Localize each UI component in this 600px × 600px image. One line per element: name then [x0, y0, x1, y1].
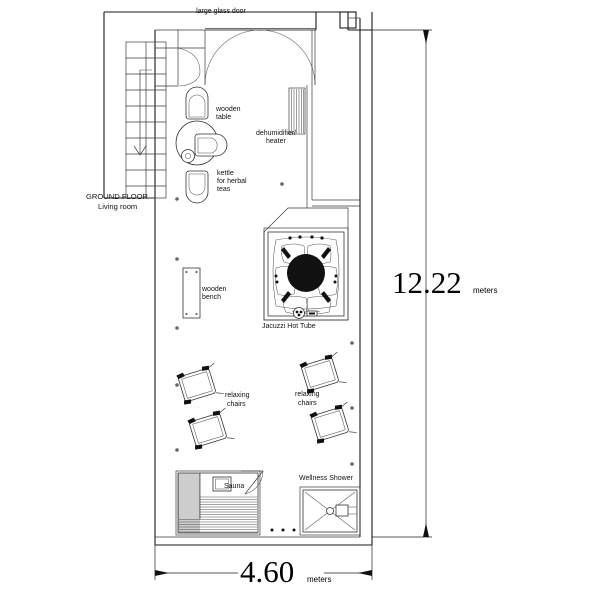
- glass-door-label: large glass door: [196, 8, 246, 15]
- floor-anchor-dots: [175, 182, 354, 532]
- interior-partition: [306, 199, 360, 208]
- entry-partitions: [155, 30, 205, 87]
- dimension-vertical-unit: meters: [473, 286, 497, 295]
- sauna-door: [241, 470, 264, 495]
- dimension-horizontal: 4.60 meters: [154, 545, 373, 589]
- wooden-table-label-line1: wooden: [215, 106, 241, 113]
- ground-floor-label-line2: Living room: [98, 202, 137, 211]
- ground-floor-label-line1: GROUND FLOOR: [86, 192, 149, 201]
- staircase: [125, 41, 167, 199]
- dimension-vertical-value: 12.22: [392, 265, 462, 300]
- chair-right: [194, 133, 228, 157]
- dehumidifier-label-line2: heater: [266, 138, 287, 145]
- wooden-table-label-line2: table: [216, 114, 231, 121]
- wellness-shower-label: Wellness Shower: [299, 475, 354, 482]
- wellness-shower: Wellness Shower: [299, 475, 361, 536]
- sauna: Sauna: [175, 470, 264, 536]
- stair-direction-arrow-icon: [133, 69, 152, 156]
- jacuzzi-hot-tub: Jacuzzi Hot Tube: [262, 207, 349, 330]
- relaxing-chairs-left-label-line2: chairs: [227, 401, 246, 408]
- relaxing-chairs-group: [176, 351, 357, 450]
- relaxing-chair-4: [309, 401, 357, 444]
- wooden-bench: [182, 267, 201, 319]
- kettle-label-line2: for herbal: [217, 178, 247, 185]
- kettle: [181, 149, 195, 163]
- kettle-label-line3: teas: [217, 186, 231, 193]
- large-glass-door: [204, 28, 316, 86]
- relaxing-chairs-left-label-line1: relaxing: [225, 392, 250, 399]
- wooden-table: [175, 86, 228, 204]
- top-wall-pier: [339, 11, 357, 29]
- sauna-label: Sauna: [224, 483, 244, 490]
- dimension-vertical: 12.22 meters: [372, 29, 497, 538]
- jacuzzi-label: Jacuzzi Hot Tube: [262, 323, 316, 330]
- relaxing-chairs-right-label-line1: relaxing: [295, 391, 320, 398]
- chair-bottom: [185, 170, 209, 204]
- jacuzzi-controls: [291, 307, 321, 319]
- dimension-horizontal-value: 4.60: [240, 554, 294, 589]
- dehumidifier-label-line1: dehumidifier/: [256, 130, 296, 137]
- relaxing-chairs-right-label-line2: chairs: [298, 400, 317, 407]
- dimension-horizontal-unit: meters: [307, 575, 331, 584]
- dehumidifier-heater: [288, 30, 313, 200]
- chair-top: [185, 86, 209, 120]
- kettle-label-line1: kettle: [217, 170, 234, 177]
- relaxing-chair-2: [187, 407, 235, 450]
- wooden-bench-label-line2: bench: [202, 294, 221, 301]
- wooden-bench-label-line1: wooden: [201, 286, 227, 293]
- building-outline: [103, 11, 373, 546]
- relaxing-chair-1: [176, 362, 224, 405]
- plan-labels: large glass door wooden table dehumidifi…: [86, 8, 320, 408]
- relaxing-chair-3: [299, 351, 347, 394]
